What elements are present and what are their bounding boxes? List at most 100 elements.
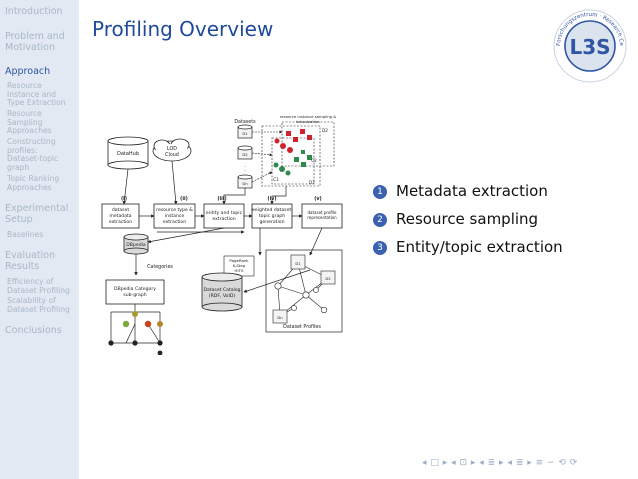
svg-text:dataset: dataset bbox=[112, 207, 130, 213]
box-graph-generation: weighted dataset- topic graph generation bbox=[251, 203, 293, 229]
profile-node-d2: D2 bbox=[320, 270, 336, 285]
red-cluster bbox=[274, 129, 312, 153]
svg-text:·: · bbox=[244, 168, 246, 174]
svg-text:(iii): (iii) bbox=[217, 196, 226, 202]
svg-text:D1: D1 bbox=[242, 131, 248, 136]
sidebar-subitem[interactable]: Dataset Profiling bbox=[7, 304, 70, 314]
dataset-d2: D2 bbox=[237, 145, 253, 160]
sidebar-item-introduction[interactable]: Introduction bbox=[5, 6, 63, 17]
box-profile-representation: dataset profile representation bbox=[301, 203, 343, 229]
datahub-source: DataHub bbox=[107, 136, 149, 170]
svg-text:C2: C2 bbox=[311, 158, 317, 163]
box-metadata-extraction: dataset metadata extraction bbox=[101, 203, 140, 229]
svg-text:PageRank: PageRank bbox=[229, 258, 249, 263]
svg-text:Dataset Profiles: Dataset Profiles bbox=[283, 324, 321, 330]
sidebar-item-evaluation-2[interactable]: Results bbox=[5, 261, 40, 272]
sidebar-subitem[interactable]: Scalability of bbox=[7, 296, 56, 305]
svg-text:Dataset Catalog: Dataset Catalog bbox=[203, 287, 240, 293]
svg-text:D2: D2 bbox=[325, 276, 331, 281]
svg-text:K-Step: K-Step bbox=[233, 263, 246, 268]
profile-node-dn: Dn bbox=[272, 309, 288, 324]
sidebar-item-problem[interactable]: Problem and bbox=[5, 31, 65, 42]
profile-node-d1: D1 bbox=[290, 254, 306, 270]
logo-text: L3S bbox=[569, 35, 610, 59]
profiling-pipeline-diagram: DataHub LOD Cloud Datasets D1 D2 · · D bbox=[101, 114, 343, 355]
sidebar-item-experimental[interactable]: Experimental bbox=[5, 203, 69, 214]
svg-text:HITS: HITS bbox=[235, 268, 244, 273]
dbpedia-source: DBpedia bbox=[123, 233, 149, 255]
sidebar-subitem[interactable]: Constructing bbox=[7, 137, 56, 146]
datasets-label: Datasets bbox=[234, 119, 256, 125]
lod-label-1: LOD bbox=[167, 146, 177, 152]
sidebar-subitem[interactable]: Efficiency of bbox=[7, 277, 54, 286]
svg-text:DBpedia Category: DBpedia Category bbox=[114, 286, 156, 292]
sidebar-subitem[interactable]: Resource bbox=[7, 81, 42, 90]
sidebar-subitem[interactable]: Type Extraction bbox=[7, 98, 66, 108]
sidebar-subitem[interactable]: Resource bbox=[7, 109, 42, 118]
dataset-dn: Dn bbox=[237, 174, 253, 189]
svg-text:D1: D1 bbox=[295, 261, 301, 266]
svg-text:representation: representation bbox=[307, 215, 337, 220]
sidebar-subitem[interactable]: Baselines bbox=[7, 230, 44, 239]
svg-text:topic graph: topic graph bbox=[259, 213, 285, 219]
sidebar-subitem[interactable]: Instance and bbox=[7, 89, 56, 99]
sidebar-item-approach[interactable]: Approach bbox=[5, 66, 51, 77]
svg-text:extraction: extraction bbox=[163, 219, 186, 225]
svg-text:Categories: Categories bbox=[147, 264, 173, 270]
sidebar-item-experimental-2[interactable]: Setup bbox=[5, 214, 33, 225]
sidebar-subitem[interactable]: Dataset-topic bbox=[7, 154, 59, 164]
svg-text:Dn: Dn bbox=[242, 181, 248, 186]
category-subgraph: DBpedia Category sub-graph bbox=[105, 279, 165, 305]
svg-text:(RDF, VoID): (RDF, VoID) bbox=[209, 293, 236, 299]
svg-text:extraction: extraction bbox=[212, 216, 235, 222]
svg-text:·: · bbox=[244, 164, 246, 170]
sidebar-item-evaluation[interactable]: Evaluation bbox=[5, 250, 56, 261]
svg-text:D2: D2 bbox=[309, 180, 315, 185]
dataset-d1: D1 bbox=[237, 124, 253, 139]
svg-text:sub-graph: sub-graph bbox=[123, 292, 146, 298]
box-entity-topic-extraction: entity and topic extraction bbox=[203, 203, 245, 229]
svg-text:(v): (v) bbox=[314, 196, 322, 202]
sampling-box bbox=[261, 125, 321, 187]
svg-text:resource type &: resource type & bbox=[156, 207, 193, 213]
sidebar-subitem[interactable]: profiles: bbox=[7, 145, 38, 155]
svg-text:weighted dataset-: weighted dataset- bbox=[251, 207, 293, 213]
sidebar-subitem[interactable]: graph bbox=[7, 162, 30, 172]
profiles-box bbox=[265, 249, 343, 333]
svg-text:(i): (i) bbox=[121, 196, 127, 202]
svg-text:instance: instance bbox=[165, 213, 185, 219]
green-cluster bbox=[273, 150, 312, 176]
slide-title: Profiling Overview bbox=[92, 17, 274, 41]
beamer-navigation-bar[interactable]: ◂ □ ▸ ◂ ⊡ ▸ ◂ ≣ ▸ ◂ ≣ ▸ ≡ ∽ ⟲ ⟳ bbox=[422, 458, 578, 468]
sampling-title-2: tokenization bbox=[296, 119, 320, 124]
svg-text:extraction: extraction bbox=[109, 219, 132, 225]
sidebar-subitem[interactable]: Dataset Profiling bbox=[7, 285, 70, 295]
sidebar-subitem[interactable]: Approaches bbox=[7, 182, 52, 192]
svg-text:dataset profile: dataset profile bbox=[307, 210, 337, 215]
svg-text:generation: generation bbox=[260, 219, 285, 225]
lod-cloud: LOD Cloud bbox=[152, 138, 192, 162]
svg-text:(ii): (ii) bbox=[180, 196, 188, 202]
sidebar-item-conclusions[interactable]: Conclusions bbox=[5, 325, 62, 336]
lod-label-2: Cloud bbox=[165, 152, 179, 158]
dataset-catalog: Dataset Catalog (RDF, VoID) bbox=[201, 272, 243, 312]
l3s-logo: Forschungszentrum · Research Center L3S bbox=[548, 6, 627, 83]
sampling-title-1: resource instance sampling & bbox=[280, 114, 336, 119]
sidebar: Introduction Problem and Motivation Appr… bbox=[0, 0, 79, 479]
box-resource-extraction: resource type & instance extraction bbox=[153, 203, 196, 229]
svg-text:D2: D2 bbox=[322, 128, 328, 133]
svg-text:Dn: Dn bbox=[277, 315, 283, 320]
svg-text:DBpedia: DBpedia bbox=[126, 242, 146, 248]
svg-text:C1: C1 bbox=[273, 177, 279, 182]
svg-text:entity and topic: entity and topic bbox=[206, 210, 243, 216]
datahub-label: DataHub bbox=[117, 151, 139, 157]
sidebar-subitem[interactable]: Sampling bbox=[7, 117, 43, 127]
sidebar-subitem[interactable]: Topic Ranking bbox=[7, 174, 60, 183]
svg-text:metadata: metadata bbox=[109, 213, 131, 219]
svg-text:D2: D2 bbox=[242, 152, 248, 157]
sidebar-subitem[interactable]: Approaches bbox=[7, 126, 52, 136]
sidebar-item-problem-2[interactable]: Motivation bbox=[5, 42, 56, 53]
